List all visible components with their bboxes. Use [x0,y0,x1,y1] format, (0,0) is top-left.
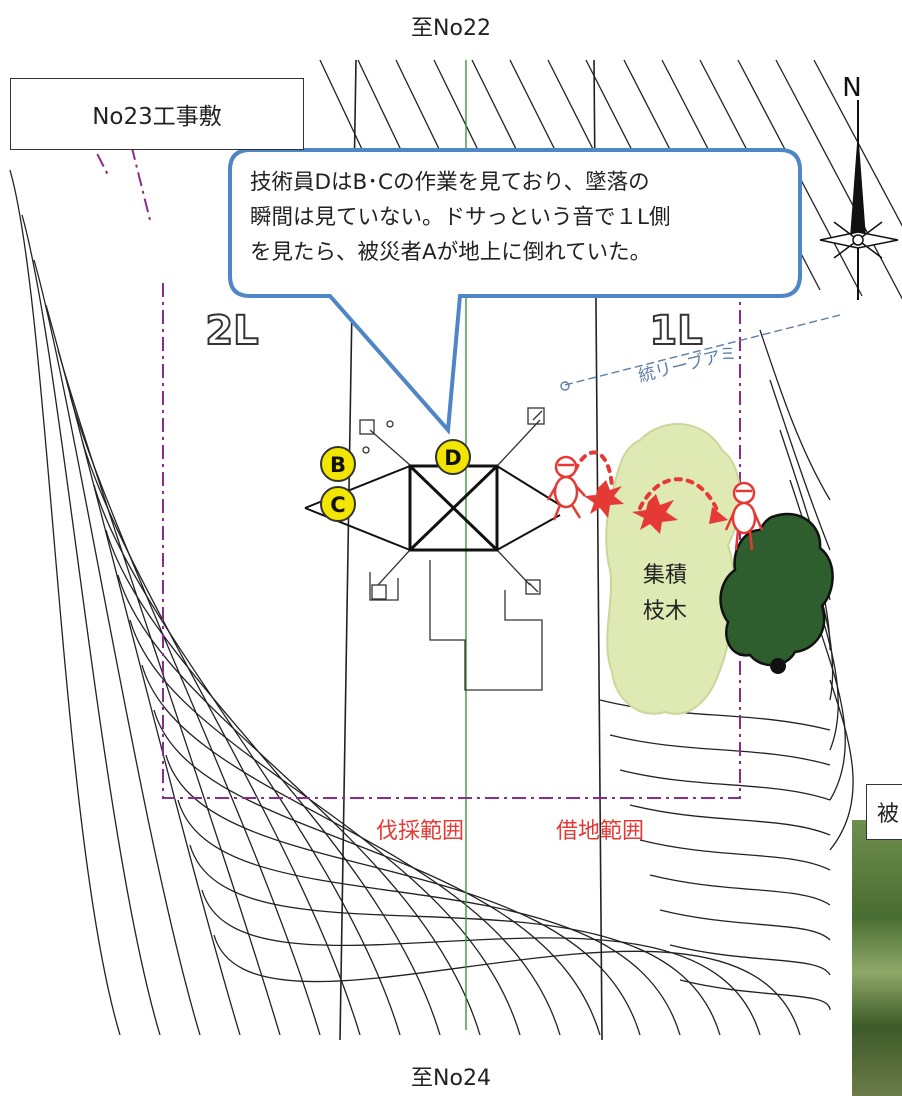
foundation-markers [359,407,545,600]
victim-icon [724,481,764,551]
fall-trajectory [573,450,720,514]
worker-b-label: B [330,453,346,477]
worker-d: D [435,439,471,475]
photo-label: 被 [866,784,902,840]
worker-b: B [320,446,356,482]
site-title: No23工事敷 [10,78,304,150]
north-direction-label: 至No22 [411,16,491,41]
pile-label-line2: 枝木 [643,599,687,624]
worker-c: C [320,486,356,522]
pile-label-line1: 集積 [643,563,687,588]
compass-icon: N [819,73,899,300]
worker-icon [320,446,356,482]
callout-balloon [228,148,802,435]
callout-text: 技術員DはB･Cの作業を見ており、墜落の 瞬間は見ていない。ドサっという音で１L… [250,165,790,270]
worker-icon [320,486,356,522]
south-direction-label: 至No24 [411,1066,491,1091]
cut-range-label: 伐採範囲 [376,819,464,844]
worker-c-label: C [330,493,345,517]
worker-icon [435,439,471,475]
victim-icon [546,455,586,521]
tree-icon [719,512,834,674]
handwritten-line [560,314,841,391]
impact-icon [584,480,678,534]
fall-arrowhead [709,507,728,524]
callout-line: 瞬間は見ていない。ドサっという音で１L側 [250,205,671,230]
tower-foundation-outline [369,560,543,691]
leg-label-2l: 2L [205,308,258,354]
leg-label-1l: 1L [649,308,702,354]
borrowed-land-label: 借地範囲 [556,819,644,844]
callout-line: 技術員DはB･Cの作業を見ており、墜落の [250,170,650,195]
callout-line: を見たら、被災者Aが地上に倒れていた。 [250,240,652,265]
site-photo [852,820,902,1096]
compass-north-label: N [842,73,861,103]
worker-d-label: D [444,446,461,470]
